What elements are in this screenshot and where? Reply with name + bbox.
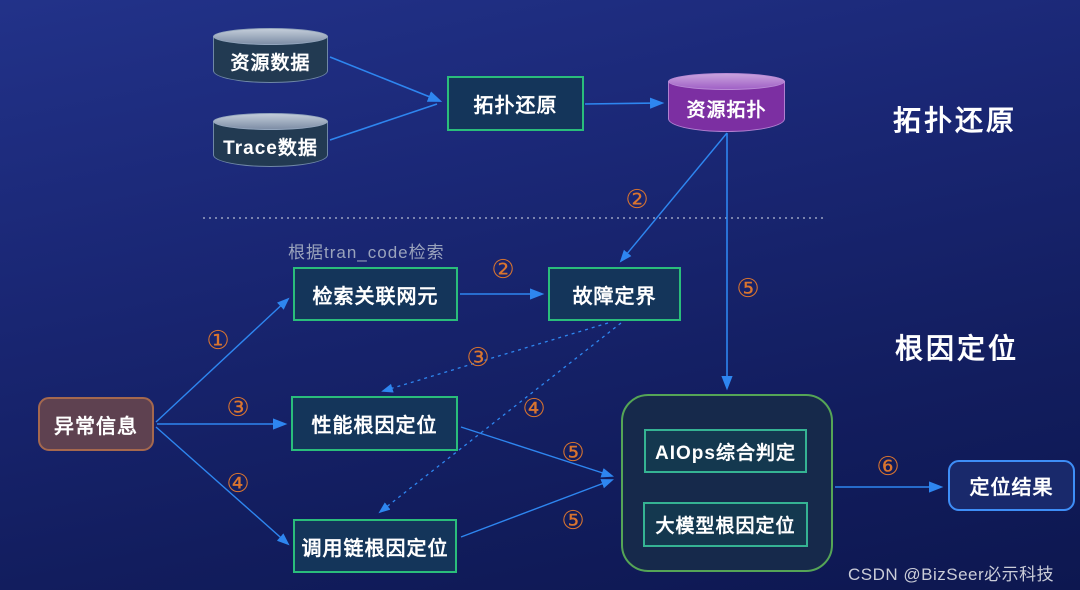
trace-data-cylinder: Trace数据 bbox=[213, 113, 328, 167]
cylinder-top bbox=[213, 113, 328, 130]
node-label: 资源拓扑 bbox=[686, 100, 767, 121]
arrow-topology-restore-to-resource-topology bbox=[584, 97, 665, 109]
tran-code-note: 根据tran_code检索 bbox=[288, 243, 445, 262]
aiops-judgment-node: AIOps综合判定 bbox=[644, 429, 807, 473]
step-label-5a: ⑤ bbox=[736, 273, 760, 303]
trace-rca-node: 调用链根因定位 bbox=[293, 519, 457, 573]
location-result-node: 定位结果 bbox=[948, 460, 1075, 511]
dashed-arrow-fault-to-trace-rca bbox=[378, 322, 622, 514]
section-label-rca: 根因定位 bbox=[895, 333, 1020, 364]
step-label-3b: ③ bbox=[466, 342, 490, 372]
cylinder-body bbox=[213, 36, 328, 83]
step-label-3a: ③ bbox=[226, 392, 250, 422]
step-label-4b: ④ bbox=[522, 393, 546, 423]
arrow-resource-topology-to-fault-demarcation bbox=[619, 132, 728, 263]
dashed-arrow-fault-to-perf-rca bbox=[381, 322, 609, 393]
step-label-4a: ④ bbox=[226, 468, 250, 498]
step-label-5c: ⑤ bbox=[561, 505, 585, 535]
resource-data-cylinder: 资源数据 bbox=[213, 28, 328, 83]
fault-demarcation-node: 故障定界 bbox=[548, 267, 681, 321]
arrow-anomaly-to-search-ne bbox=[155, 297, 290, 423]
arrow-trace-rca-to-aiops bbox=[460, 479, 614, 538]
perf-rca-node: 性能根因定位 bbox=[291, 396, 458, 451]
watermark-text: CSDN @BizSeer必示科技 bbox=[848, 565, 1055, 584]
step-label-2a: ② bbox=[625, 184, 649, 214]
anomaly-info-node: 异常信息 bbox=[38, 397, 154, 451]
step-label-1: ① bbox=[206, 325, 230, 355]
arrow-resource-data-to-topology-restore bbox=[329, 56, 443, 102]
cylinder-top bbox=[213, 28, 328, 45]
step-label-6: ⑥ bbox=[876, 451, 900, 481]
step-label-5b: ⑤ bbox=[561, 437, 585, 467]
llm-rca-node: 大模型根因定位 bbox=[643, 502, 808, 547]
search-related-ne-node: 检索关联网元 bbox=[293, 267, 458, 321]
cylinder-top bbox=[668, 73, 785, 90]
section-label-topology: 拓扑还原 bbox=[893, 105, 1018, 136]
arrow-anomaly-to-trace-rca bbox=[155, 426, 290, 546]
step-label-2b: ② bbox=[491, 254, 515, 284]
node-label: 资源数据 bbox=[230, 53, 311, 74]
resource-topology-cylinder: 资源拓扑 bbox=[668, 73, 785, 132]
arrow-trace-data-to-topology-restore bbox=[329, 103, 438, 141]
arrow-perf-rca-to-aiops bbox=[460, 426, 614, 478]
node-label: Trace数据 bbox=[223, 137, 318, 159]
topology-restore-node: 拓扑还原 bbox=[447, 76, 584, 131]
